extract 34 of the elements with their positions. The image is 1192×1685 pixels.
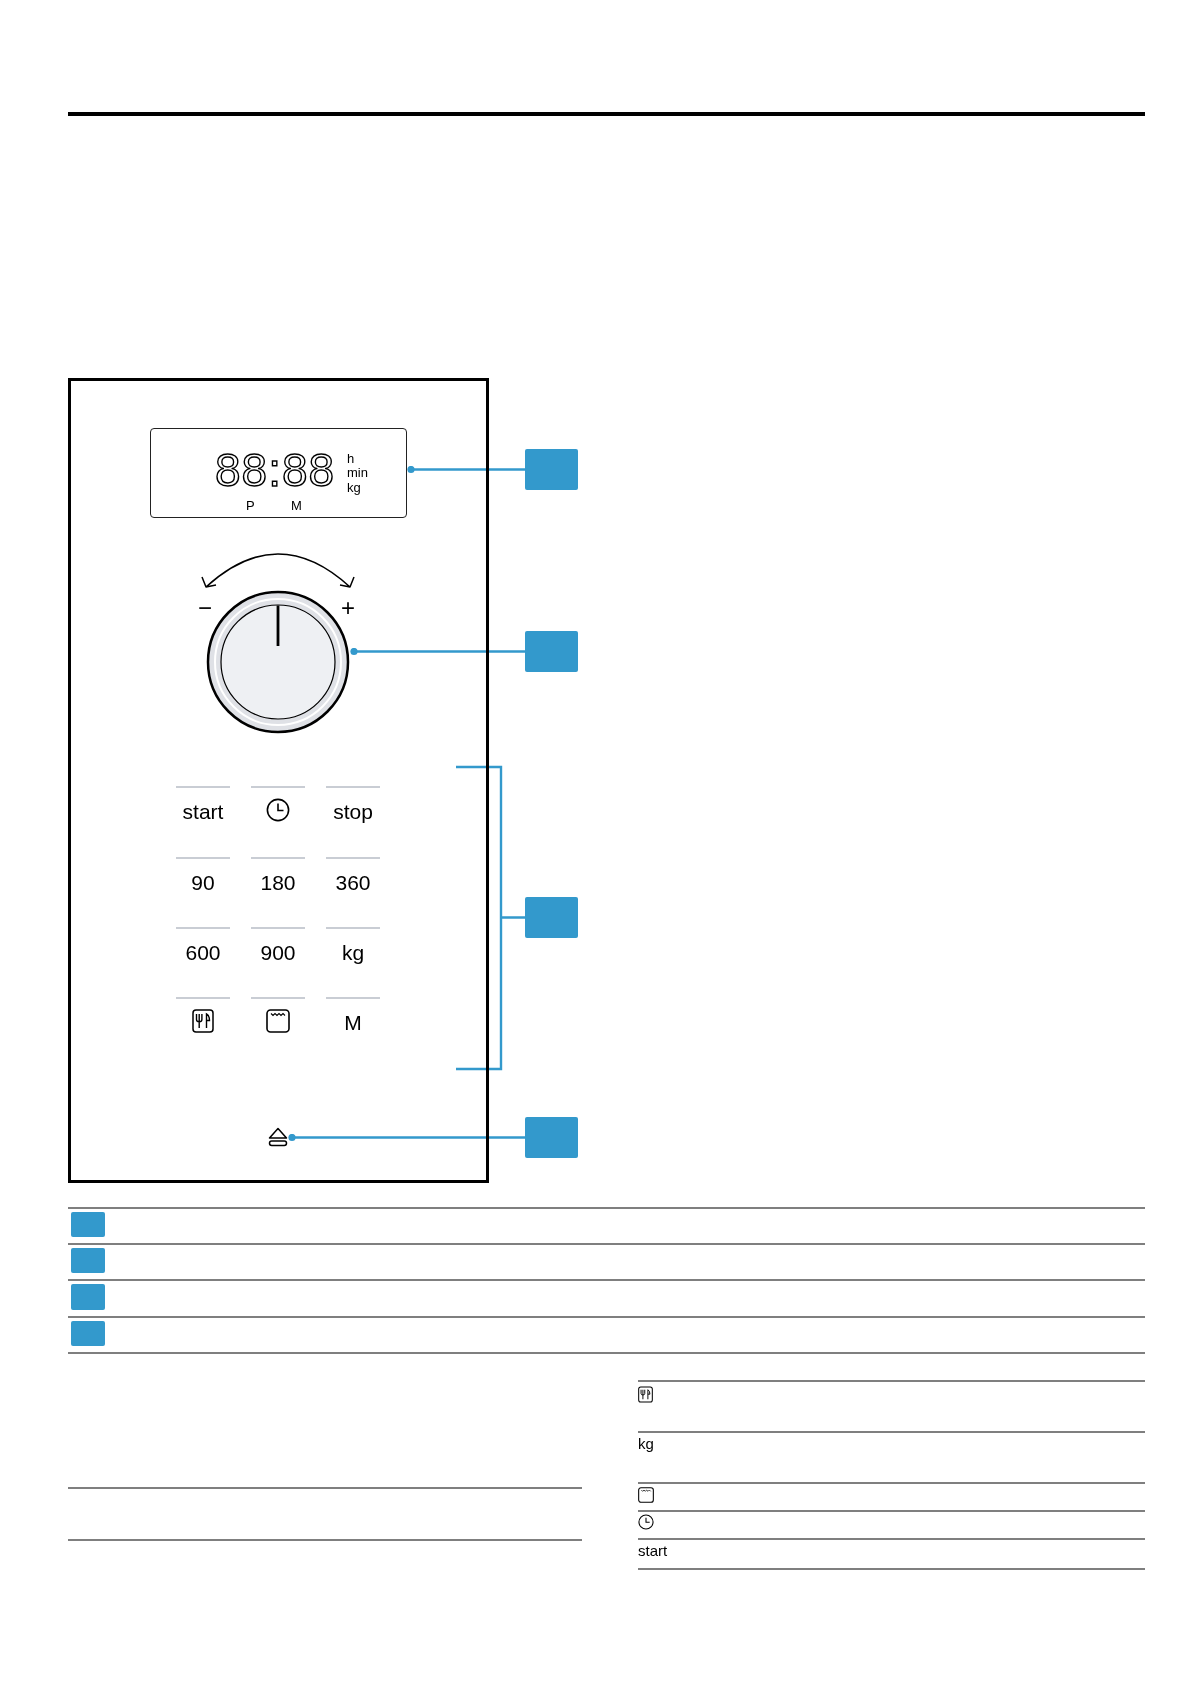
- indicator-label: P: [246, 499, 255, 513]
- display-panel: [150, 428, 407, 518]
- touch-key: start: [176, 786, 230, 844]
- unit-label: min: [347, 466, 368, 480]
- callout-box: [71, 1248, 105, 1273]
- unit-label: h: [347, 452, 355, 466]
- callout-box: [525, 631, 578, 672]
- leader-line: [454, 765, 527, 1071]
- leader-line: [288, 1133, 525, 1142]
- callout-box: [71, 1212, 105, 1237]
- touch-key: kg: [326, 927, 380, 985]
- callout-box: [525, 1117, 578, 1158]
- digit-readout: 88:88: [215, 447, 336, 493]
- table-label: kg: [638, 1434, 654, 1454]
- control-panel: [68, 378, 489, 1183]
- callout-box: [525, 449, 578, 490]
- table-label: start: [638, 1541, 668, 1561]
- touch-key: 600: [176, 927, 230, 985]
- callout-box: [71, 1321, 105, 1346]
- plus-sign: +: [341, 594, 355, 622]
- minus-sign: −: [198, 594, 212, 622]
- eject-icon: [268, 1127, 288, 1147]
- leader-line: [407, 465, 525, 474]
- leader-line: [350, 647, 525, 656]
- touch-key: M: [326, 997, 380, 1055]
- unit-label: kg: [347, 481, 361, 495]
- indicator-label: M: [291, 499, 302, 513]
- touch-key: 180: [251, 857, 305, 915]
- touch-key: 900: [251, 927, 305, 985]
- callout-box: [71, 1284, 105, 1310]
- touch-key: 360: [326, 857, 380, 915]
- touch-key: stop: [326, 786, 380, 844]
- callout-box: [525, 897, 578, 938]
- touch-key: 90: [176, 857, 230, 915]
